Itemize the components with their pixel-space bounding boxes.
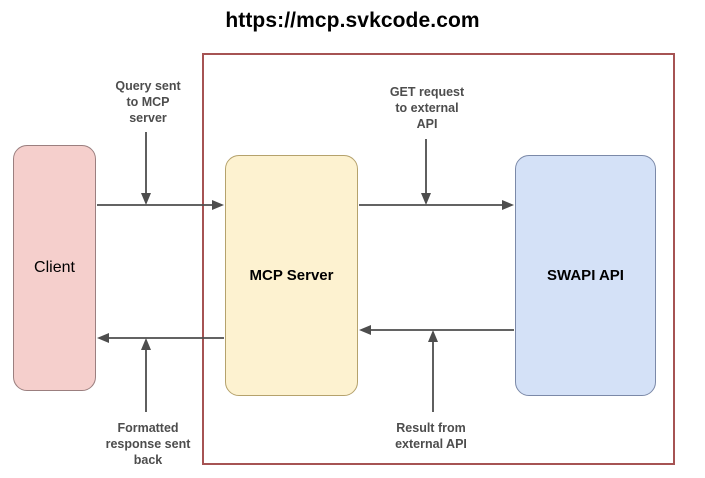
edge-label-formatted-response: Formatted response sent back [105, 421, 191, 467]
edge-label-get-request: GET request to external API [389, 85, 465, 131]
edge-label-query-sent: Query sent to MCP server [115, 79, 181, 125]
edge-label-connector-query [141, 132, 151, 205]
page-title: https://mcp.svkcode.com [225, 9, 480, 32]
node-mcp-server[interactable]: MCP Server [225, 155, 358, 396]
edge-label-connector-formatted [141, 338, 151, 412]
mcp-server-boundary [202, 53, 675, 465]
node-swapi-api[interactable]: SWAPI API [515, 155, 656, 396]
edge-label-result-from-api: Result from external API [395, 421, 467, 451]
node-client[interactable]: Client [13, 145, 96, 391]
